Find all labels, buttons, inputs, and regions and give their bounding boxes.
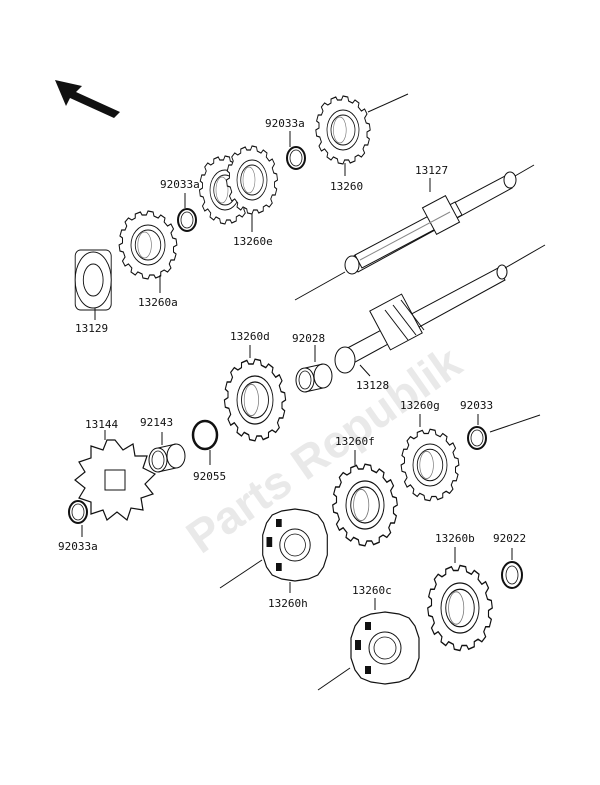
sprocket-13144	[74, 439, 157, 522]
label-13260h: 13260h	[268, 597, 308, 610]
gear-13260	[315, 95, 371, 165]
gear-13260b	[426, 564, 494, 652]
label-13260f: 13260f	[335, 435, 375, 448]
label-92055: 92055	[193, 470, 226, 483]
shaft-13128	[334, 264, 508, 374]
label-13129: 13129	[75, 322, 108, 335]
gear-13260h	[262, 508, 328, 582]
label-92033a-bottom: 92033a	[58, 540, 98, 553]
label-13260: 13260	[330, 180, 363, 193]
gear-13260g	[400, 428, 460, 502]
gear-13260f	[331, 463, 399, 547]
bushing-92028	[295, 363, 333, 393]
gear-13129	[74, 249, 112, 311]
gear-13260d	[223, 358, 287, 442]
label-13260a: 13260a	[138, 296, 178, 309]
collar-92143	[148, 443, 186, 473]
gear-13260a	[118, 210, 178, 280]
label-13260c: 13260c	[352, 584, 392, 597]
circlip-92033a-bottom	[68, 500, 88, 524]
gear-13260e	[198, 145, 279, 225]
circlip-92033	[467, 426, 487, 450]
label-92033: 92033	[460, 399, 493, 412]
label-13260g: 13260g	[400, 399, 440, 412]
circlip-92033a-left	[177, 208, 197, 232]
label-13260e: 13260e	[233, 235, 273, 248]
label-13128: 13128	[356, 379, 389, 392]
label-92033a-left: 92033a	[160, 178, 200, 191]
label-92028: 92028	[292, 332, 325, 345]
label-92022: 92022	[493, 532, 526, 545]
label-92033a-top: 92033a	[265, 117, 305, 130]
front-direction-arrow	[55, 80, 120, 118]
label-92143: 92143	[140, 416, 173, 429]
label-13144: 13144	[85, 418, 118, 431]
label-13127: 13127	[415, 164, 448, 177]
o-ring-92055	[191, 419, 219, 451]
gear-13260c	[350, 611, 420, 685]
washer-92022	[501, 561, 523, 589]
label-13260b: 13260b	[435, 532, 475, 545]
shaft-13127	[344, 171, 517, 275]
label-13260d: 13260d	[230, 330, 270, 343]
circlip-92033a-top	[286, 146, 306, 170]
